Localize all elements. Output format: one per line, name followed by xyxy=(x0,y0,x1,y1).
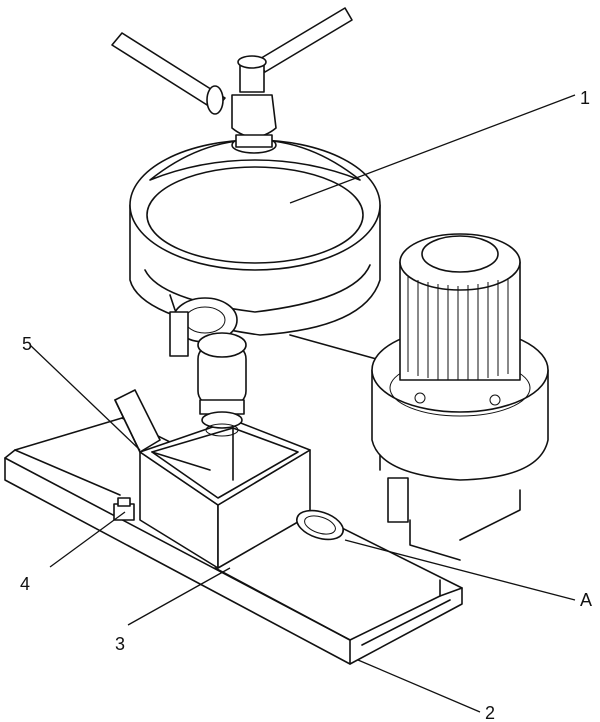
bowl-outlet xyxy=(169,297,238,357)
label-5: 5 xyxy=(22,334,32,354)
label-2: 2 xyxy=(485,703,495,722)
collection-box xyxy=(139,419,311,569)
label-a: A xyxy=(580,590,592,610)
valve-a xyxy=(296,509,344,541)
label-1: 1 xyxy=(580,88,590,108)
separator-bowl xyxy=(129,139,381,336)
inlet-pipework xyxy=(111,7,353,154)
label-4: 4 xyxy=(20,574,30,594)
leader-lines xyxy=(29,94,576,713)
pump-unit xyxy=(197,332,247,437)
label-3: 3 xyxy=(115,634,125,654)
lid-flap xyxy=(114,389,161,453)
motor xyxy=(371,233,549,523)
